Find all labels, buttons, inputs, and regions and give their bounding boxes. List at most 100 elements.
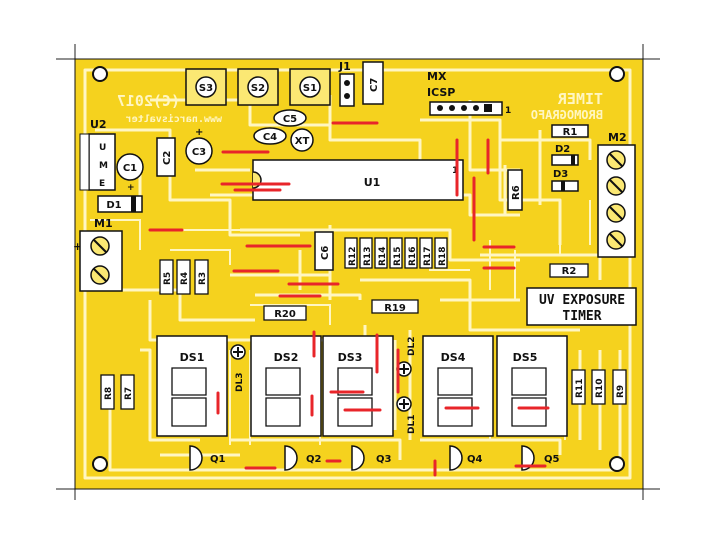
resistor-r2: R2 [549,263,589,278]
capacitor-c5: C5 [273,109,307,127]
switch-s2: S2 [237,68,279,106]
mirror-branding: TIMER BROMOGRAFO (C)2017 www.narcisvalte… [117,90,603,125]
svg-text:J1: J1 [338,60,351,73]
mirror-brand-bromografo: BROMOGRAFO [531,108,603,122]
svg-text:M1: M1 [94,217,113,230]
switch-s3: S3 [185,68,227,106]
svg-text:C1: C1 [123,163,137,174]
capacitor-c3: C3 + [185,127,213,165]
svg-text:+: + [195,127,203,138]
svg-text:R18: R18 [438,247,448,266]
svg-text:XT: XT [295,136,310,147]
svg-text:DS1: DS1 [180,351,205,364]
svg-text:R12: R12 [348,247,358,266]
svg-text:DS3: DS3 [338,351,363,364]
svg-text:R20: R20 [274,309,296,320]
svg-text:D2: D2 [555,144,570,155]
svg-text:R17: R17 [423,247,433,266]
transistor-q3: Q3 [351,445,392,471]
svg-text:M2: M2 [608,131,627,144]
resistor-r13: R13 [359,237,373,269]
svg-text:1: 1 [505,106,511,116]
resistor-r5: R5 [159,259,174,295]
svg-text:Q3: Q3 [376,454,392,465]
resistor-r14: R14 [374,237,388,269]
svg-text:C7: C7 [369,78,380,92]
resistor-r20: R20 [263,305,307,321]
resistor-r6: R6 [507,169,523,211]
title-line-2: TIMER [562,309,601,324]
display-ds1: DS1 [156,335,228,437]
title-line-1: UV EXPOSURE [539,293,625,308]
svg-text:D3: D3 [553,169,568,180]
display-ds3: DS3 [322,335,394,437]
resistor-r10: R10 [591,369,606,405]
svg-text:DL1: DL1 [407,415,417,434]
regulator-u2: U2 E M U [79,118,116,191]
capacitor-c1: C1 + [116,153,144,193]
mounting-holes [92,66,625,472]
capacitor-c6: C6 [314,231,334,271]
svg-text:R16: R16 [408,247,418,266]
svg-text:ICSP: ICSP [427,86,455,99]
svg-text:MX: MX [427,70,447,83]
svg-text:R2: R2 [562,266,577,277]
resistor-r17: R17 [419,237,433,269]
svg-text:C6: C6 [320,246,331,260]
display-ds5: DS5 [496,335,568,437]
display-ds2: DS2 [250,335,322,437]
svg-text:C5: C5 [283,114,297,125]
svg-text:Q2: Q2 [306,454,322,465]
mirror-brand-timer: TIMER [557,90,603,108]
svg-text:DS2: DS2 [274,351,299,364]
mirror-copyright: (C)2017 [117,92,180,110]
svg-text:R14: R14 [378,247,388,266]
title-box: UV EXPOSURE TIMER [526,287,637,326]
icsp-header: MX ICSP 1 [427,70,511,116]
resistor-r11: R11 [571,369,586,405]
svg-text:R4: R4 [180,272,190,285]
svg-text:R15: R15 [393,247,403,266]
svg-text:U: U [99,143,106,153]
diode-d3: D3 [551,169,579,192]
diode-d2: D2 [551,144,579,166]
diode-d1: D1 [97,195,143,213]
svg-text:DL2: DL2 [407,337,417,356]
resistor-r4: R4 [176,259,191,295]
transistor-q4: Q4 [449,445,483,471]
svg-text:1: 1 [452,166,458,176]
resistor-r16: R16 [404,237,418,269]
transistor-q2: Q2 [284,445,322,471]
svg-text:R10: R10 [595,379,605,398]
svg-text:C3: C3 [192,147,206,158]
svg-text:R19: R19 [384,303,406,314]
mirror-url: www.narcisvalter [126,113,222,125]
jumper-j1: J1 [338,60,355,107]
svg-text:S1: S1 [303,83,317,94]
svg-text:D1: D1 [106,200,121,211]
resistor-r12: R12 [344,237,358,269]
resistor-r7: R7 [120,374,135,410]
svg-text:R6: R6 [511,185,522,200]
svg-text:DL3: DL3 [235,373,245,392]
svg-text:S3: S3 [199,83,213,94]
svg-text:Q4: Q4 [467,454,483,465]
svg-text:DS4: DS4 [441,351,466,364]
svg-text:R7: R7 [124,387,134,400]
capacitor-c4: C4 [253,127,287,145]
svg-text:R1: R1 [563,127,578,138]
led-dl1: DL1 [396,396,417,434]
svg-text:S2: S2 [251,83,265,94]
resistor-r19: R19 [371,299,419,314]
svg-text:+: + [127,183,135,193]
svg-text:C2: C2 [162,151,173,165]
svg-text:+: + [73,240,82,253]
resistor-r1: R1 [551,124,589,138]
switch-s1: S1 [289,68,331,106]
svg-text:R11: R11 [575,379,585,398]
capacitor-c7: C7 [362,61,384,105]
resistor-r9: R9 [612,369,627,405]
svg-text:Q5: Q5 [544,454,560,465]
resistor-r8: R8 [100,374,115,410]
